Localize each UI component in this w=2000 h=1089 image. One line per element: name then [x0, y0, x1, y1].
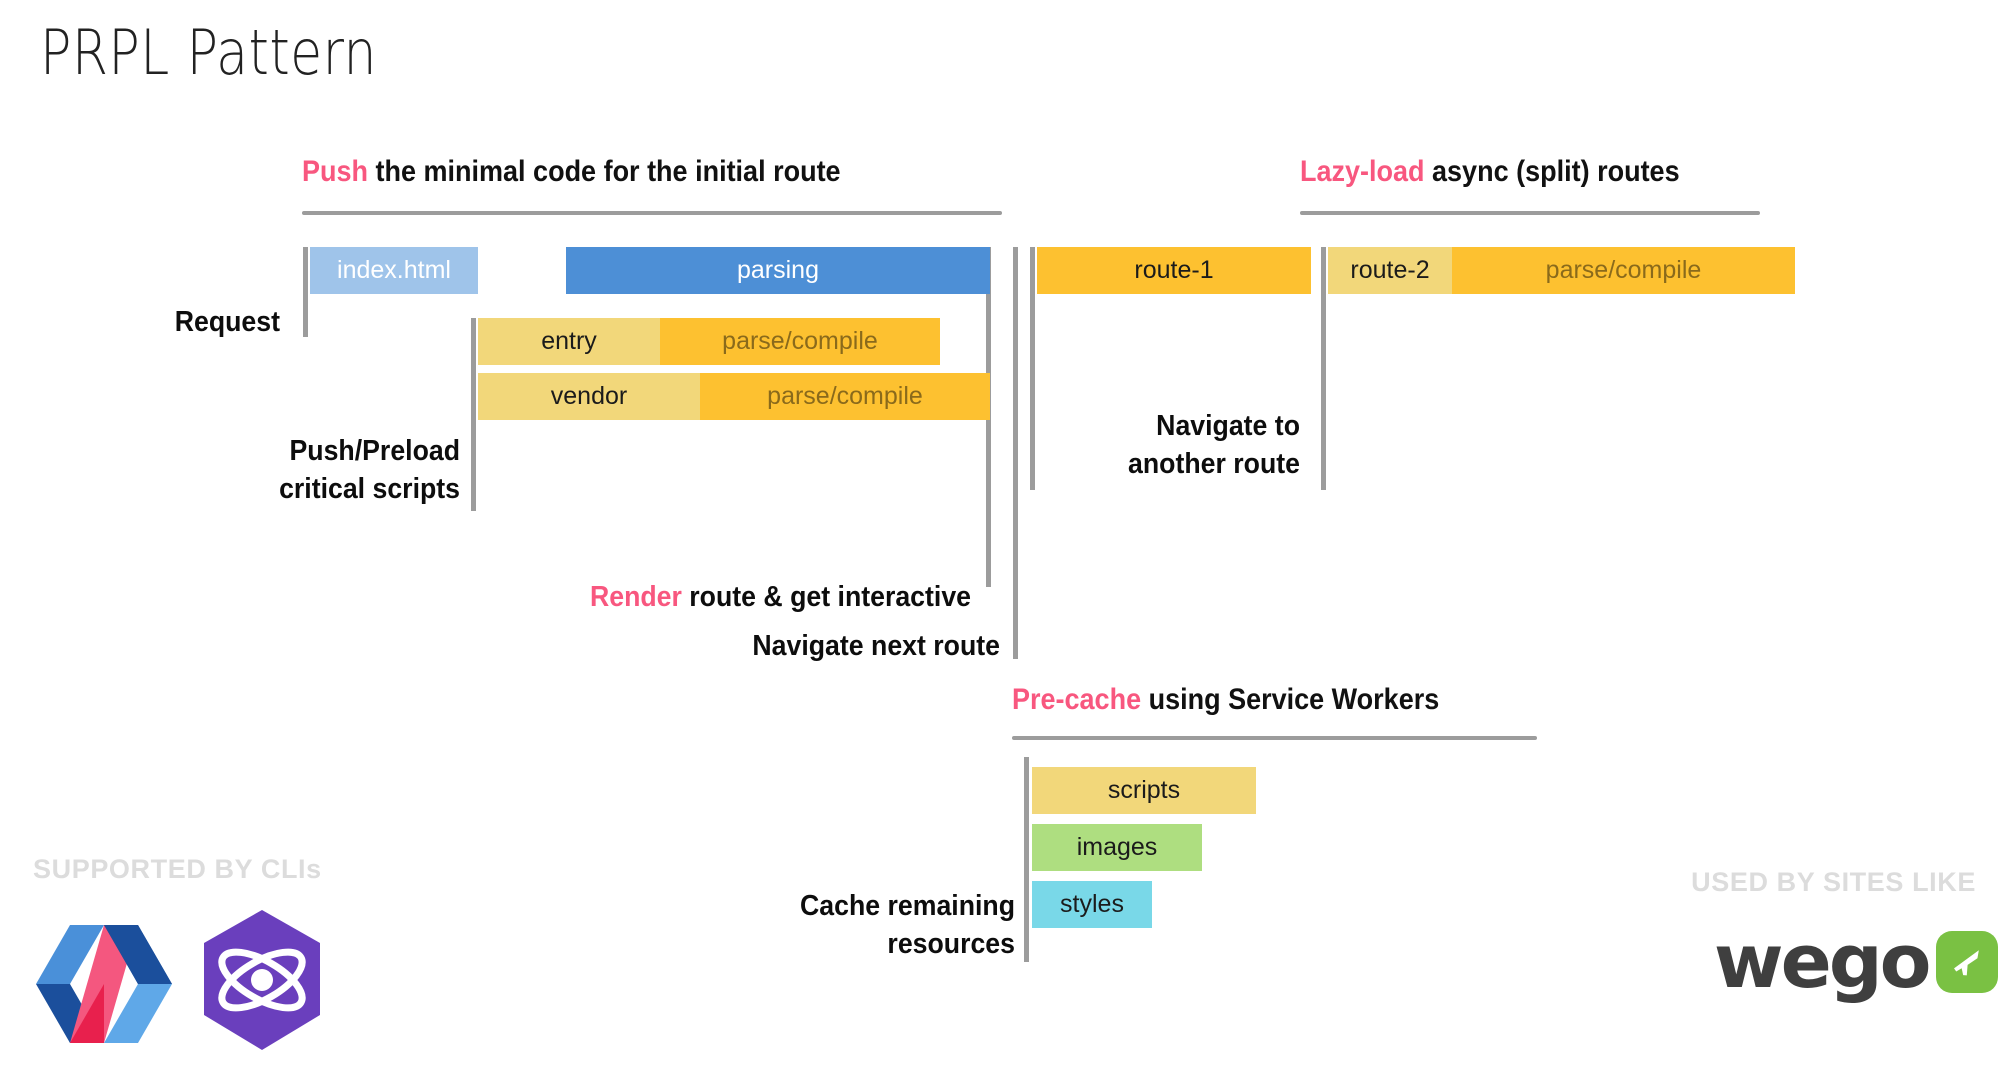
label-navigate-another: Navigate to another route — [1128, 410, 1300, 481]
bar-segment-route-2-parse-compile: parse/compile — [1452, 247, 1795, 294]
label-request: Request — [174, 306, 280, 338]
bar-route-2[interactable]: route-2 parse/compile — [1328, 247, 1795, 294]
section-heading-lazy-accent: Lazy-load — [1300, 155, 1425, 188]
bar-images[interactable]: images — [1032, 824, 1202, 871]
section-heading-precache-accent: Pre-cache — [1012, 683, 1142, 716]
bar-segment-images: images — [1032, 824, 1202, 871]
bar-segment-scripts: scripts — [1032, 767, 1256, 814]
footer-caption-supported-by: SUPPORTED BY CLIs — [33, 854, 322, 884]
section-heading-push: Push the minimal code for the initial ro… — [302, 155, 841, 189]
bar-scripts[interactable]: scripts — [1032, 767, 1256, 814]
section-heading-lazy-rest: async (split) routes — [1424, 155, 1680, 188]
section-heading-push-rest: the minimal code for the initial route — [368, 155, 841, 188]
wego-wordmark: wego — [1713, 919, 1932, 1005]
timeline-marker-navigate-next — [1013, 247, 1018, 659]
bar-segment-styles: styles — [1032, 881, 1152, 928]
airplane-badge-icon — [1936, 931, 1999, 993]
bar-route-1[interactable]: route-1 — [1037, 247, 1311, 294]
bar-segment-vendor-parse-compile: parse/compile — [700, 373, 990, 420]
preact-logo — [200, 910, 324, 1050]
label-render-accent: Render — [589, 581, 682, 614]
section-heading-precache: Pre-cache using Service Workers — [1012, 683, 1439, 717]
section-rule-lazy — [1300, 211, 1760, 215]
page-title: PRPL Pattern — [40, 16, 377, 89]
label-navigate-next: Navigate next route — [752, 630, 1000, 662]
label-render: Render route & get interactive — [401, 540, 971, 617]
bar-vendor[interactable]: vendor parse/compile — [478, 373, 990, 420]
section-heading-push-accent: Push — [302, 155, 369, 188]
timeline-marker-route-1 — [1030, 247, 1035, 490]
bar-segment-entry: entry — [478, 318, 660, 365]
section-rule-push — [302, 211, 1002, 215]
label-cache-remaining: Cache remaining resources — [800, 890, 1015, 961]
section-heading-precache-rest: using Service Workers — [1141, 683, 1440, 716]
footer-caption-used-by: USED BY SITES LIKE — [1691, 867, 1976, 897]
timeline-marker-cache — [1024, 757, 1029, 962]
label-push-preload: Push/Preload critical scripts — [279, 435, 460, 506]
bar-segment-entry-parse-compile: parse/compile — [660, 318, 940, 365]
timeline-marker-push-preload — [471, 318, 476, 511]
bar-segment-route-1: route-1 — [1037, 247, 1311, 294]
bar-segment-vendor: vendor — [478, 373, 700, 420]
section-rule-precache — [1012, 736, 1537, 740]
bar-entry[interactable]: entry parse/compile — [478, 318, 940, 365]
bar-index-html[interactable]: index.html — [310, 247, 478, 294]
timeline-marker-request — [303, 247, 308, 337]
section-heading-lazy: Lazy-load async (split) routes — [1300, 155, 1680, 189]
label-render-rest: route & get interactive — [681, 581, 971, 614]
timeline-marker-route-2 — [1321, 247, 1326, 490]
bar-parsing[interactable]: parsing — [566, 247, 990, 294]
polymer-logo — [36, 923, 172, 1045]
bar-segment-parsing: parsing — [566, 247, 990, 294]
wego-logo: wego — [1713, 919, 1999, 1005]
bar-styles[interactable]: styles — [1032, 881, 1152, 928]
bar-segment-route-2: route-2 — [1328, 247, 1452, 294]
bar-segment-index-html: index.html — [310, 247, 478, 294]
